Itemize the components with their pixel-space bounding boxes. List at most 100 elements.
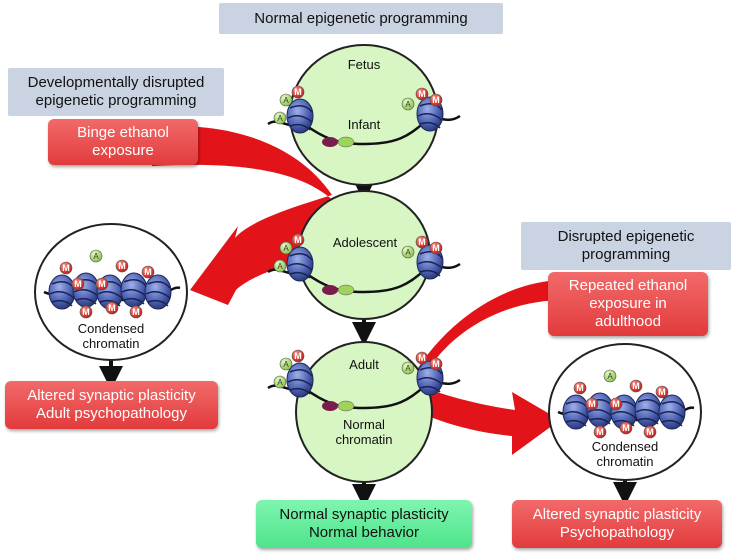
nucleosome-adolescent-left <box>286 246 314 282</box>
svg-text:M: M <box>132 307 140 317</box>
methyl-mark: M <box>429 357 443 371</box>
methyl-mark: M <box>105 301 119 315</box>
histone-tail-marker <box>337 136 355 148</box>
methyl-mark: M <box>573 381 587 395</box>
svg-text:M: M <box>98 279 106 289</box>
acetyl-mark: A <box>279 357 293 371</box>
binge-ethanol-box: Binge ethanol exposure <box>48 119 198 165</box>
histone-tail-marker <box>322 401 338 411</box>
histone-tail-marker <box>322 137 338 147</box>
methyl-mark: M <box>429 241 443 255</box>
methyl-mark: M <box>655 385 669 399</box>
disrupted-programming-title: Disrupted epigenetic programming <box>521 222 731 270</box>
methyl-mark: M <box>291 349 305 363</box>
normal-chromatin-label: Normal chromatin <box>335 417 393 447</box>
nucleosome-adult-left <box>286 362 314 398</box>
svg-text:M: M <box>596 427 604 437</box>
svg-text:A: A <box>283 96 289 105</box>
normal-programming-title: Normal epigenetic programming <box>219 3 503 34</box>
svg-text:A: A <box>283 360 289 369</box>
acetyl-mark: A <box>273 375 287 389</box>
repeated-ethanol-box: Repeated ethanol exposure in adulthood <box>548 272 708 336</box>
methyl-mark: M <box>95 277 109 291</box>
svg-text:M: M <box>622 423 630 433</box>
right-condensed-label: Condensed chromatin <box>591 439 659 469</box>
methyl-mark: M <box>415 235 429 249</box>
methyl-mark: M <box>609 397 623 411</box>
adult-label: Adult <box>349 357 379 372</box>
nucleosome-left-3 <box>120 272 148 308</box>
acetyl-mark: A <box>273 111 287 125</box>
histone-tail-marker <box>322 285 338 295</box>
svg-text:M: M <box>418 89 426 99</box>
methyl-mark: M <box>71 277 85 291</box>
svg-text:M: M <box>432 95 440 105</box>
acetyl-mark: A <box>279 241 293 255</box>
svg-text:M: M <box>294 235 302 245</box>
svg-text:A: A <box>283 244 289 253</box>
svg-text:A: A <box>405 364 411 373</box>
methyl-mark: M <box>415 87 429 101</box>
svg-text:A: A <box>607 372 613 381</box>
nucleosome-left-0 <box>48 274 76 310</box>
acetyl-mark: A <box>279 93 293 107</box>
methyl-mark: M <box>629 379 643 393</box>
infant-label: Infant <box>347 117 381 132</box>
left-condensed-label: Condensed chromatin <box>77 321 145 351</box>
developmentally-disrupted-title: Developmentally disrupted epigenetic pro… <box>8 68 224 116</box>
adolescent-label: Adolescent <box>332 235 398 250</box>
histone-tail-marker <box>337 284 355 296</box>
methyl-mark: M <box>129 305 143 319</box>
methyl-mark: M <box>415 351 429 365</box>
acetyl-mark: A <box>401 97 415 111</box>
arrow-repeated-to-condensed <box>400 280 565 455</box>
right-outcome-box: Altered synaptic plasticity Psychopathol… <box>512 500 722 548</box>
methyl-mark: M <box>115 259 129 273</box>
svg-text:A: A <box>277 378 283 387</box>
svg-text:M: M <box>74 279 82 289</box>
svg-text:M: M <box>82 307 90 317</box>
left-outcome-box: Altered synaptic plasticity Adult psycho… <box>5 381 218 429</box>
svg-text:M: M <box>632 381 640 391</box>
methyl-mark: M <box>59 261 73 275</box>
svg-text:M: M <box>658 387 666 397</box>
methyl-mark: M <box>593 425 607 439</box>
fetus-label: Fetus <box>347 57 381 72</box>
nucleosome-left-4 <box>144 274 172 310</box>
svg-text:A: A <box>405 248 411 257</box>
svg-text:A: A <box>277 262 283 271</box>
stage-circle-adult <box>295 341 433 483</box>
svg-text:M: M <box>576 383 584 393</box>
nucleosome-right-0 <box>562 394 590 430</box>
acetyl-mark: A <box>89 249 103 263</box>
svg-text:M: M <box>108 303 116 313</box>
svg-text:M: M <box>294 87 302 97</box>
methyl-mark: M <box>291 233 305 247</box>
acetyl-mark: A <box>401 245 415 259</box>
methyl-mark: M <box>643 425 657 439</box>
nucleosome-infant-left <box>286 98 314 134</box>
svg-text:M: M <box>588 399 596 409</box>
svg-text:M: M <box>294 351 302 361</box>
svg-text:M: M <box>418 237 426 247</box>
svg-text:A: A <box>277 114 283 123</box>
svg-text:M: M <box>646 427 654 437</box>
svg-text:M: M <box>144 267 152 277</box>
methyl-mark: M <box>291 85 305 99</box>
svg-text:M: M <box>62 263 70 273</box>
svg-text:A: A <box>405 100 411 109</box>
svg-text:M: M <box>118 261 126 271</box>
svg-text:M: M <box>612 399 620 409</box>
histone-tail-marker <box>337 400 355 412</box>
methyl-mark: M <box>619 421 633 435</box>
acetyl-mark: A <box>273 259 287 273</box>
svg-text:M: M <box>432 359 440 369</box>
nucleosome-right-4 <box>658 394 686 430</box>
methyl-mark: M <box>141 265 155 279</box>
svg-text:M: M <box>418 353 426 363</box>
nucleosome-right-3 <box>634 392 662 428</box>
methyl-mark: M <box>79 305 93 319</box>
methyl-mark: M <box>585 397 599 411</box>
